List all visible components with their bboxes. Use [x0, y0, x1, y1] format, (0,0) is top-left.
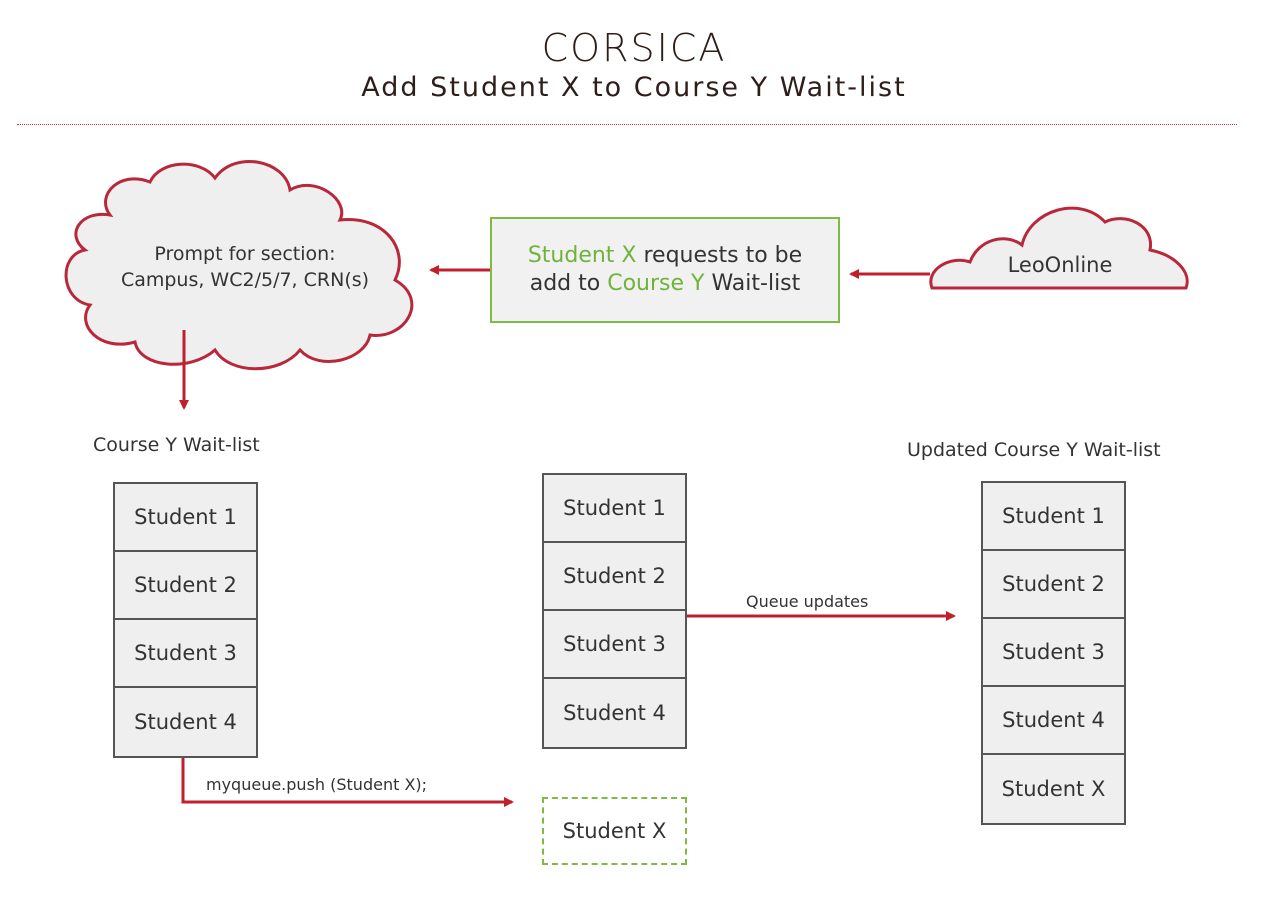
waitlist-item: Student 1 [115, 484, 256, 552]
request-line-1: Student X requests to be [528, 242, 802, 270]
waitlist-item: Student 3 [115, 620, 256, 688]
request-line-2: add to Course Y Wait-list [530, 270, 801, 298]
prompt-line-2: Campus, WC2/5/7, CRN(s) [120, 269, 370, 291]
middle-queue-item: Student 3 [544, 611, 685, 679]
updated-waitlist-item: Student 1 [983, 483, 1124, 551]
request-mid: requests to be [636, 243, 803, 268]
request-post: Wait-list [704, 271, 801, 296]
middle-queue-item: Student 2 [544, 543, 685, 611]
prompt-cloud-shape [64, 160, 414, 371]
middle-queue-stack: Student 1 Student 2 Student 3 Student 4 [542, 473, 687, 749]
request-course: Course Y [607, 271, 705, 296]
new-student-box: Student X [542, 797, 687, 865]
leoonline-label: LeoOnline [1007, 253, 1113, 277]
arrow-push [181, 758, 514, 807]
middle-queue-item: Student 1 [544, 475, 685, 543]
waitlist-title: Course Y Wait-list [93, 434, 260, 456]
middle-queue-item: Student 4 [563, 701, 666, 725]
leoonline-cloud-shape [929, 206, 1189, 290]
request-pre: add to [529, 271, 608, 296]
queue-updates-label: Queue updates [746, 592, 869, 611]
waitlist-item: Student 4 [134, 710, 237, 734]
page-subtitle: Add Student X to Course Y Wait-list [361, 72, 907, 103]
request-student: Student X [527, 243, 637, 268]
page-title: CORSICA [541, 26, 727, 70]
request-box: Student X requests to be add to Course Y… [490, 217, 840, 323]
updated-waitlist-stack: Student 1 Student 2 Student 3 Student 4 … [981, 481, 1126, 825]
updated-waitlist-item: Student 2 [983, 551, 1124, 619]
updated-waitlist-title: Updated Course Y Wait-list [907, 439, 1161, 461]
updated-waitlist-item: Student 3 [983, 619, 1124, 687]
waitlist-item: Student 2 [115, 552, 256, 620]
prompt-line-1: Prompt for section: [154, 243, 336, 265]
prompt-cloud-text: Prompt for section: Campus, WC2/5/7, CRN… [80, 241, 410, 293]
updated-waitlist-item: Student X [1001, 777, 1106, 801]
header-divider [17, 124, 1237, 125]
push-label: myqueue.push (Student X); [206, 775, 428, 794]
waitlist-stack: Student 1 Student 2 Student 3 Student 4 [113, 482, 258, 758]
updated-waitlist-item: Student 4 [983, 687, 1124, 755]
